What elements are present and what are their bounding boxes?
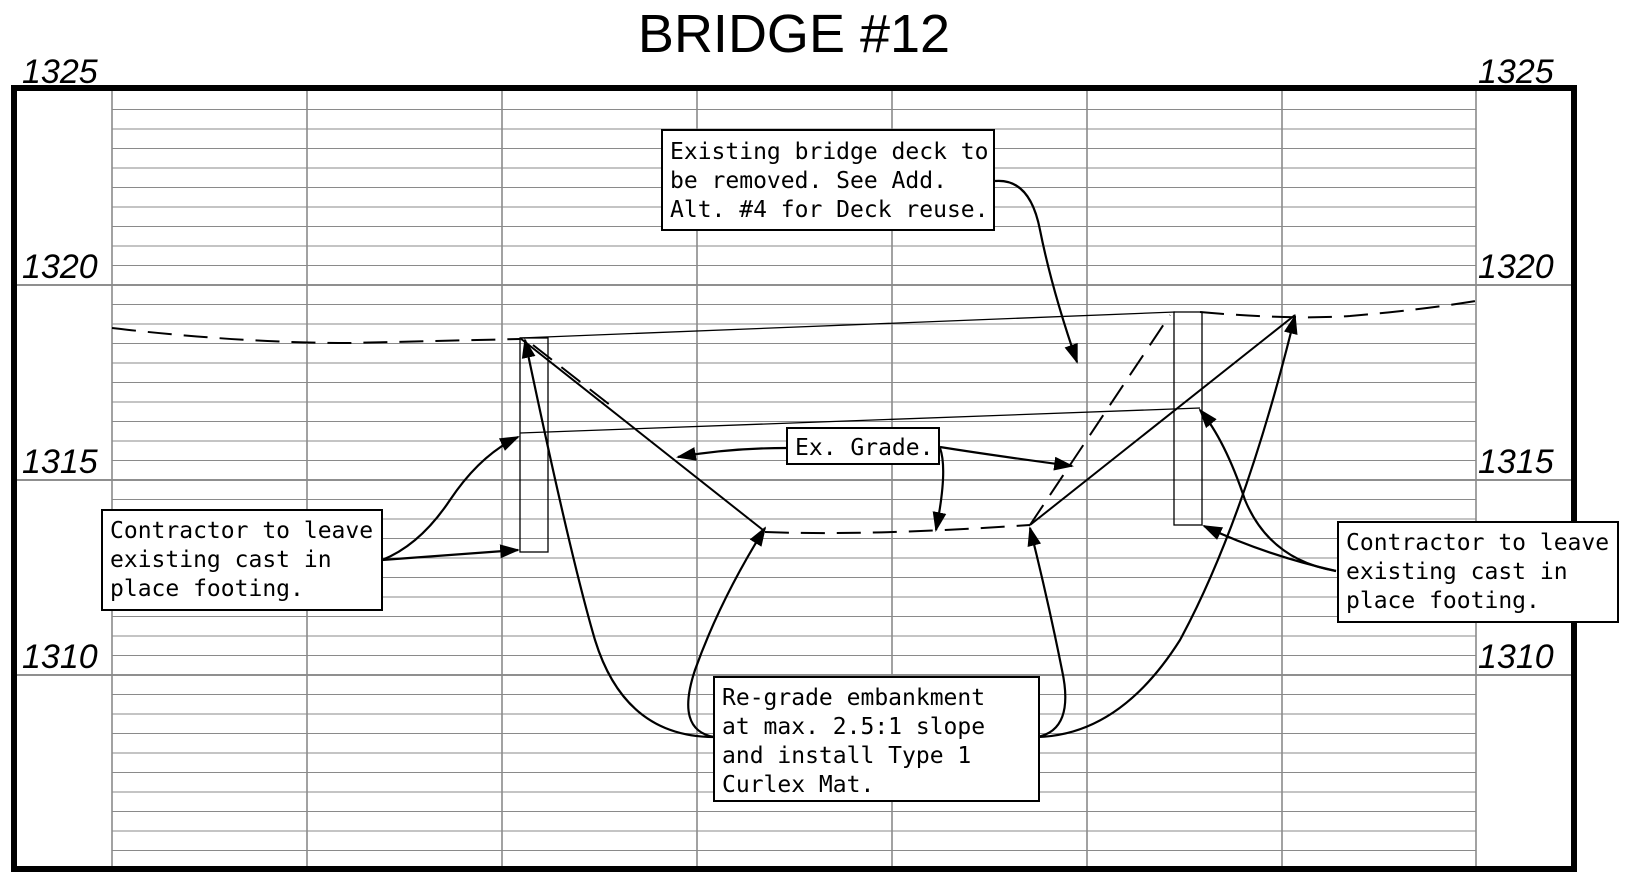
right-elevation-labels: 1325 1320 1315 1310 [1478,53,1554,676]
elevation-label-1320-left: 1320 [22,248,98,286]
elevation-label-1310-left: 1310 [22,638,98,676]
elevation-label-1325-left: 1325 [22,53,98,91]
deck-top-line [519,311,1176,339]
regrade-embankment-callout: Re-grade embankment at max. 2.5:1 slope … [713,676,1040,802]
leader-arrows [381,179,1337,739]
right-footing-note-line-3: place footing. [1346,588,1540,614]
existing-grade-left-slope [532,344,611,406]
elevation-label-1310-right: 1310 [1478,638,1554,676]
existing-grade-bottom [764,524,1031,535]
drawing-frame [11,85,1577,872]
left-embankment-slope [519,337,764,531]
regrade-note-line-1: Re-grade embankment [722,685,985,711]
deck-note-line-3: Alt. #4 for Deck reuse. [670,197,989,223]
right-footing-note-line-2: existing cast in [1346,559,1568,585]
proposed-embankment [519,314,1296,531]
regrade-note-line-2: at max. 2.5:1 slope [722,714,985,740]
left-elevation-labels: 1325 1320 1315 1310 [22,53,98,676]
regrade-leader-right-top [1036,314,1298,739]
left-abutment-footing [519,337,549,553]
right-footing-leader-upper [1198,408,1337,573]
grade-leader-right [939,445,1074,471]
deck-callout-box [661,129,995,231]
existing-grade-right-slope [1029,314,1171,526]
elevation-label-1325-right: 1325 [1478,53,1554,91]
left-footing-note-line-2: existing cast in [110,547,332,573]
grade-leader-left [676,446,788,461]
existing-grade-left [111,327,521,345]
left-footing-note-line-3: place footing. [110,576,304,602]
grade-note-line-1: Ex. Grade. [795,435,933,461]
deck-note-leader [994,179,1079,364]
deck-note-line-1: Existing bridge deck to [670,139,989,165]
elevation-label-1315-right: 1315 [1478,443,1554,481]
regrade-callout-box [713,676,1040,802]
right-footing-callout-box [1337,521,1619,623]
regrade-leader-right-bottom [1027,526,1067,739]
right-footing-note-line-1: Contractor to leave [1346,530,1609,556]
existing-grade-callout: Ex. Grade. [786,427,940,465]
right-embankment-slope [1029,314,1296,526]
deck-bottom-line [519,407,1201,434]
left-footing-leader-lower [381,544,520,562]
regrade-leader-left-top [521,338,715,739]
elevation-label-1320-right: 1320 [1478,248,1554,286]
right-footing-leader-lower [1202,525,1337,573]
regrade-note-line-4: Curlex Mat. [722,772,874,798]
existing-grade-right [1199,300,1477,319]
drawing-title: BRIDGE #12 [638,4,950,64]
right-footing-callout: Contractor to leave existing cast in pla… [1337,521,1619,623]
regrade-leader-left-bottom [687,526,767,739]
deck-note-line-2: be removed. See Add. [670,168,947,194]
grade-callout-box [786,427,940,465]
regrade-note-line-3: and install Type 1 [722,743,971,769]
left-footing-leader-upper [381,436,520,562]
left-footing-callout-box [101,509,383,611]
left-footing-callout: Contractor to leave existing cast in pla… [101,509,383,611]
grade-leader-down [932,447,947,532]
elevation-label-1315-left: 1315 [22,443,98,481]
profile-grid [17,89,1572,867]
deck-removal-callout: Existing bridge deck to be removed. See … [661,129,995,231]
existing-grade-lines [111,300,1477,535]
left-footing-note-line-1: Contractor to leave [110,518,373,544]
